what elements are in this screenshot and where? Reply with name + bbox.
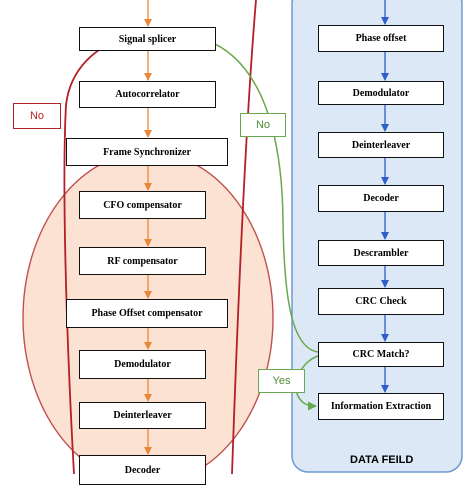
descrambler-box: Descrambler [318, 240, 444, 266]
deinterleaver-box-right: Deinterleaver [318, 132, 444, 158]
decoder-box-left: Decoder [79, 455, 206, 485]
yes-label: Yes [258, 369, 305, 393]
frame-synchronizer-box: Frame Synchronizer [66, 138, 228, 166]
information-extraction-box: Information Extraction [318, 393, 444, 420]
phase-offset-box: Phase offset [318, 25, 444, 52]
cfo-compensator-box: CFO compensator [79, 191, 206, 219]
data-field-title: DATA FEILD [350, 454, 414, 466]
crc-match-box: CRC Match? [318, 342, 444, 367]
no-label-right: No [240, 113, 286, 137]
rf-compensator-box: RF compensator [79, 247, 206, 275]
deinterleaver-box-left: Deinterleaver [79, 402, 206, 429]
red-boundary-right [231, 0, 257, 474]
crc-no-path [205, 38, 319, 353]
no-label-left: No [13, 103, 61, 129]
no-feedback-path-left [63, 35, 129, 474]
demodulator-box-right: Demodulator [318, 81, 444, 105]
crc-yes-path [295, 355, 319, 411]
phase-offset-compensator-box: Phase Offset compensator [66, 299, 228, 328]
crc-check-box: CRC Check [318, 288, 444, 315]
decoder-box-right: Decoder [318, 185, 444, 212]
demodulator-box-left: Demodulator [79, 350, 206, 379]
signal-splicer-box: Signal splicer [79, 27, 216, 51]
autocorrelator-box: Autocorrelator [79, 81, 216, 108]
